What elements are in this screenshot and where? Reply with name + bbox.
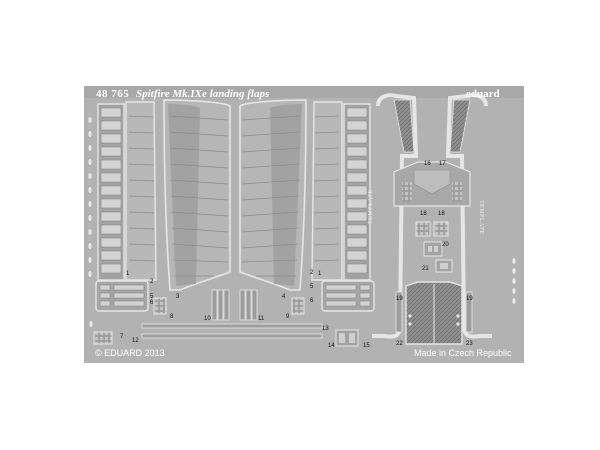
- part-number: 3: [176, 294, 180, 300]
- part-number: 2: [310, 270, 314, 276]
- origin-text: Made in Czech Republic: [414, 348, 512, 358]
- small-parts-14-15: [335, 329, 359, 347]
- part-number: 9: [286, 314, 290, 320]
- title-bar: [84, 86, 524, 98]
- part-number: 4: [282, 294, 286, 300]
- part-number: 18: [438, 211, 445, 217]
- photo-etch-fret: [84, 86, 524, 363]
- product-title: Spitfire Mk.IXe landing flaps: [136, 88, 270, 100]
- copyright-text: © EDUARD 2013: [95, 348, 165, 358]
- center-parts-10-11: [211, 289, 258, 321]
- part-number: 13: [322, 326, 329, 332]
- template-label-left: TEMPLATE: [368, 189, 374, 224]
- right-edge-dots: [512, 258, 516, 304]
- part-number: 16: [424, 161, 431, 167]
- left-flap-skin: [125, 101, 157, 281]
- product-number: 48 765: [96, 88, 130, 100]
- long-strips-12-13: [141, 323, 323, 339]
- part-number: 15: [363, 343, 370, 349]
- right-rib-strip: [343, 103, 371, 281]
- small-part-7: [93, 331, 113, 345]
- bottom-hatched-panel: [405, 281, 463, 345]
- part-number: 8: [170, 314, 174, 320]
- part-number: 5: [310, 284, 314, 290]
- part-number: 12: [132, 338, 139, 344]
- part-number: 20: [442, 242, 449, 248]
- small-part-9: [291, 297, 305, 315]
- template-label-right: TEMPLATE: [478, 200, 484, 235]
- part-number: 14: [328, 343, 335, 349]
- part-number: 5: [150, 294, 154, 300]
- right-flap-skin: [311, 101, 343, 281]
- part-number: 22: [396, 341, 403, 347]
- template-frame: [372, 93, 492, 339]
- part-number: 21: [422, 266, 429, 272]
- side-pieces-19: [395, 291, 473, 333]
- part-number: 19: [466, 296, 473, 302]
- brand-name: eduard: [466, 88, 500, 100]
- center-right-parts: [415, 221, 453, 273]
- left-rib-strip: [97, 103, 125, 281]
- part-number: 18: [420, 211, 427, 217]
- small-part-8: [153, 297, 167, 315]
- part-number: 1: [126, 271, 130, 277]
- part-number: 1: [318, 271, 322, 277]
- left-main-flap: [163, 99, 231, 291]
- part-number: 11: [258, 316, 265, 322]
- part-number: 17: [439, 161, 446, 167]
- part-number: 23: [466, 341, 473, 347]
- part-number: 2: [150, 279, 154, 285]
- part-number: 10: [204, 316, 211, 322]
- part-number: 6: [150, 300, 154, 306]
- part-number: 7: [120, 334, 124, 340]
- lower-left-parts: [95, 280, 149, 312]
- right-main-flap: [239, 99, 307, 291]
- part-number: 6: [310, 298, 314, 304]
- template-dots: [408, 314, 460, 326]
- lower-right-parts: [321, 280, 375, 312]
- part-number: 19: [396, 296, 403, 302]
- left-edge-dots: [88, 117, 93, 327]
